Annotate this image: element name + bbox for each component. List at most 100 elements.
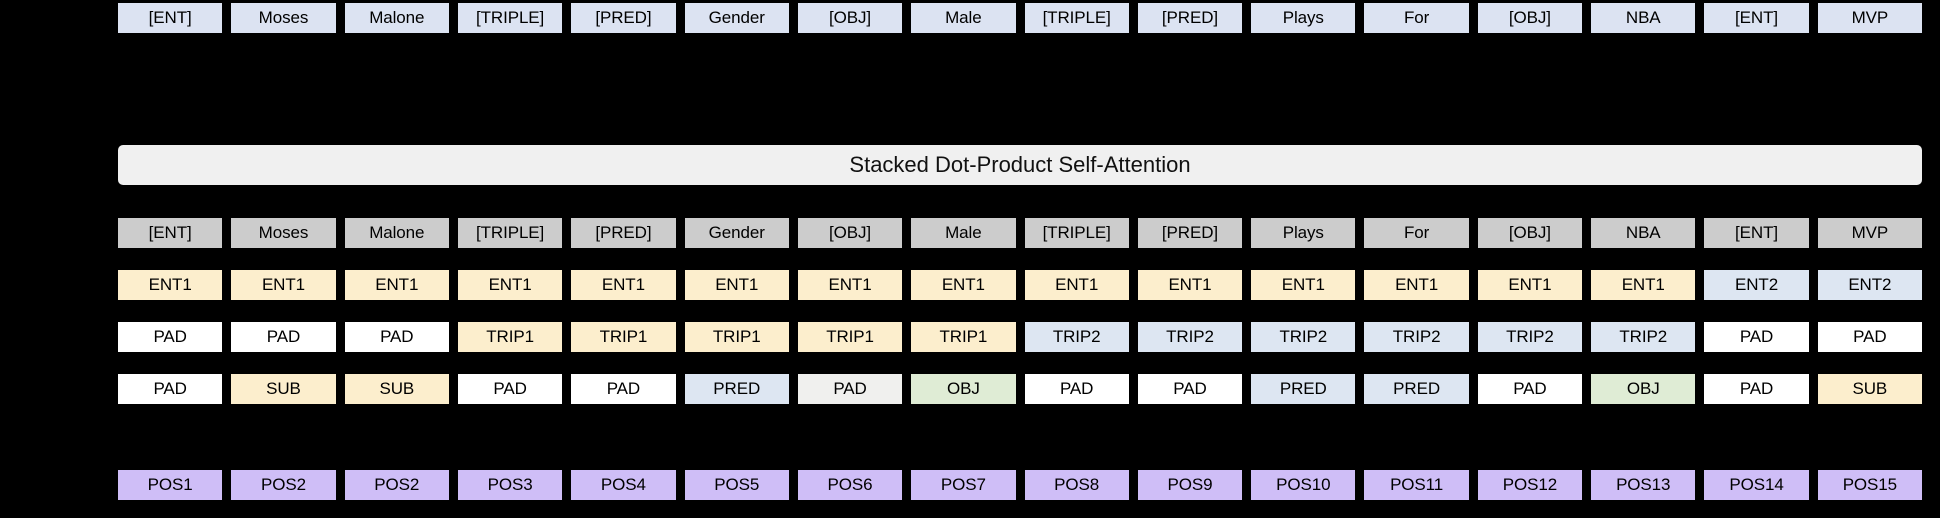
token-cell: TRIP2 [1364,322,1469,352]
token-cell: PAD [797,374,903,404]
token-cell: [ENT] [118,218,223,248]
token-cell: PAD [1024,374,1129,404]
token-cell: [TRIPLE] [457,218,563,248]
token-cell: TRIP2 [1477,322,1583,352]
token-cell: ENT1 [797,270,903,300]
token-cell: POS9 [1137,470,1243,500]
token-cell: TRIP1 [457,322,563,352]
token-cell: NBA [1591,3,1696,33]
token-cell: TRIP2 [1591,322,1696,352]
token-cell: [PRED] [571,3,676,33]
token-cell: POS11 [1364,470,1469,500]
attention-block-title: Stacked Dot-Product Self-Attention [849,152,1191,177]
token-cell: PAD [344,322,449,352]
token-cell: Plays [1251,3,1356,33]
token-cell: [PRED] [571,218,676,248]
token-cell: Malone [344,218,449,248]
token-cell: TRIP1 [571,322,676,352]
token-cell: ENT1 [1137,270,1243,300]
token-cell: [OBJ] [797,218,903,248]
token-cell: ENT1 [344,270,449,300]
token-cell: ENT1 [911,270,1016,300]
token-cell: PRED [1251,374,1356,404]
token-cell: [OBJ] [1477,218,1583,248]
token-cell: ENT1 [1024,270,1129,300]
token-cell: PAD [1137,374,1243,404]
token-cell: ENT1 [1251,270,1356,300]
token-cell: PAD [118,322,223,352]
token-cell: PAD [1704,322,1809,352]
position-embedding-row: POS1 POS2 POS2 POS3 POS4 POS5 POS6 POS7 POS8 POS9… [118,470,1922,500]
token-cell: [PRED] [1137,3,1243,33]
token-cell: NBA [1591,218,1696,248]
token-cell: TRIP2 [1137,322,1243,352]
token-cell: POS4 [571,470,676,500]
token-cell: Male [911,218,1016,248]
token-cell: PAD [231,322,336,352]
token-cell: PRED [684,374,789,404]
token-cell: For [1364,3,1469,33]
token-cell: POS6 [797,470,903,500]
token-cell: SUB [1817,374,1922,404]
token-cell: Male [911,3,1016,33]
token-cell: ENT2 [1704,270,1809,300]
token-cell: MVP [1817,218,1922,248]
token-cell: TRIP2 [1251,322,1356,352]
token-cell: [ENT] [118,3,223,33]
token-cell: POS12 [1477,470,1583,500]
triple-embedding-row: PAD PAD PAD TRIP1 TRIP1 TRIP1 TRIP1 TRIP1 TRIP2 T… [118,322,1922,352]
token-cell: TRIP1 [911,322,1016,352]
token-cell: Plays [1251,218,1356,248]
token-cell: OBJ [1591,374,1696,404]
token-cell: TRIP1 [797,322,903,352]
token-cell: POS2 [344,470,449,500]
token-cell: PAD [1477,374,1583,404]
attention-block: Stacked Dot-Product Self-Attention [118,145,1922,185]
token-cell: SUB [231,374,336,404]
token-cell: POS2 [231,470,336,500]
token-cell: PRED [1364,374,1469,404]
token-cell: For [1364,218,1469,248]
token-cell: POS3 [457,470,563,500]
token-cell: POS1 [118,470,223,500]
token-cell: POS5 [684,470,789,500]
token-cell: POS13 [1591,470,1696,500]
role-embedding-row: PAD SUB SUB PAD PAD PRED PAD OBJ PAD PAD PRED PRED P… [118,374,1922,404]
token-cell: [TRIPLE] [1024,3,1129,33]
token-cell: Moses [231,3,336,33]
token-cell: [OBJ] [797,3,903,33]
token-cell: ENT1 [1364,270,1469,300]
token-cell: ENT1 [1591,270,1696,300]
token-cell: PAD [1704,374,1809,404]
token-cell: SUB [344,374,449,404]
token-cell: ENT1 [457,270,563,300]
token-cell: PAD [1817,322,1922,352]
input-token-row: [ENT] Moses Malone [TRIPLE] [PRED] Gender [OBJ… [118,3,1922,33]
token-cell: POS15 [1817,470,1922,500]
token-cell: [TRIPLE] [457,3,563,33]
token-cell: ENT1 [571,270,676,300]
token-cell: ENT1 [118,270,223,300]
token-cell: POS7 [911,470,1016,500]
token-cell: POS8 [1024,470,1129,500]
token-cell: ENT2 [1817,270,1922,300]
token-cell: OBJ [911,374,1016,404]
token-cell: [ENT] [1704,3,1809,33]
token-cell: TRIP2 [1024,322,1129,352]
entity-embedding-row: ENT1 ENT1 ENT1 ENT1 ENT1 ENT1 ENT1 ENT1 ENT1 ENT1… [118,270,1922,300]
token-cell: TRIP1 [684,322,789,352]
token-cell: ENT1 [231,270,336,300]
token-cell: [ENT] [1704,218,1809,248]
token-cell: [TRIPLE] [1024,218,1129,248]
token-cell: ENT1 [1477,270,1583,300]
token-cell: Gender [684,218,789,248]
token-cell: PAD [457,374,563,404]
token-cell: Malone [344,3,449,33]
token-cell: [PRED] [1137,218,1243,248]
token-cell: PAD [118,374,223,404]
token-cell: POS14 [1704,470,1809,500]
token-cell: Gender [684,3,789,33]
token-cell: ENT1 [684,270,789,300]
